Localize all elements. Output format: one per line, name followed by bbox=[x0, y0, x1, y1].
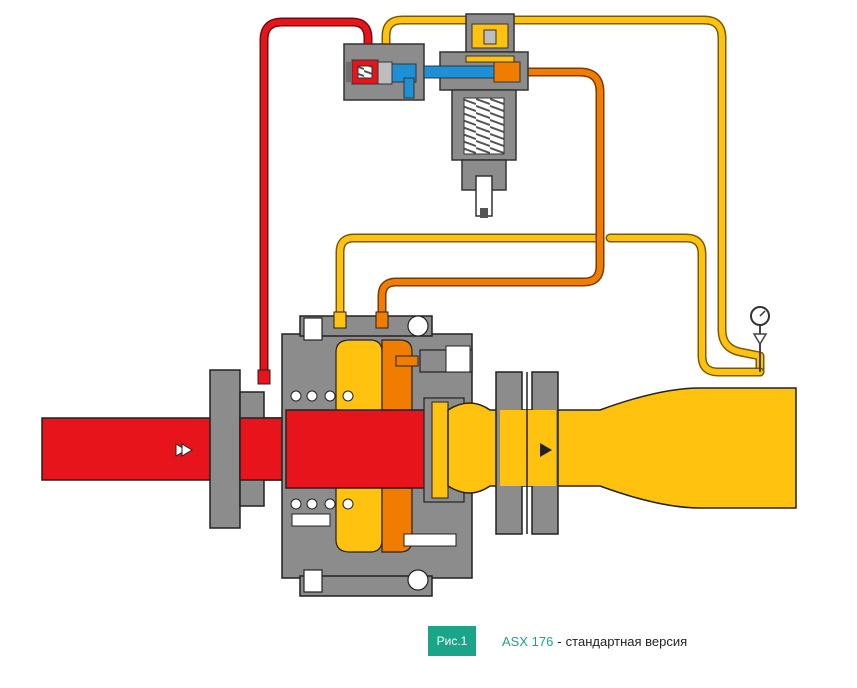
pilot-regulator bbox=[423, 13, 529, 218]
caption-separator: - bbox=[557, 633, 562, 649]
pre-regulator bbox=[343, 43, 425, 101]
pressure-gauge-icon bbox=[750, 306, 770, 372]
arrow-right-icon bbox=[540, 443, 552, 457]
figure-label: Рис.1 bbox=[428, 626, 476, 656]
model-name: ASX 176 bbox=[502, 633, 554, 649]
double-arrow-right-icon bbox=[175, 443, 193, 457]
regulator-body bbox=[281, 311, 473, 597]
figure-caption: Рис.1 ASX 176 - стандартная версия bbox=[428, 626, 687, 656]
impulse-lines bbox=[259, 15, 765, 377]
caption-description: стандартная версия bbox=[565, 633, 688, 649]
outlet-pipe bbox=[447, 371, 797, 535]
